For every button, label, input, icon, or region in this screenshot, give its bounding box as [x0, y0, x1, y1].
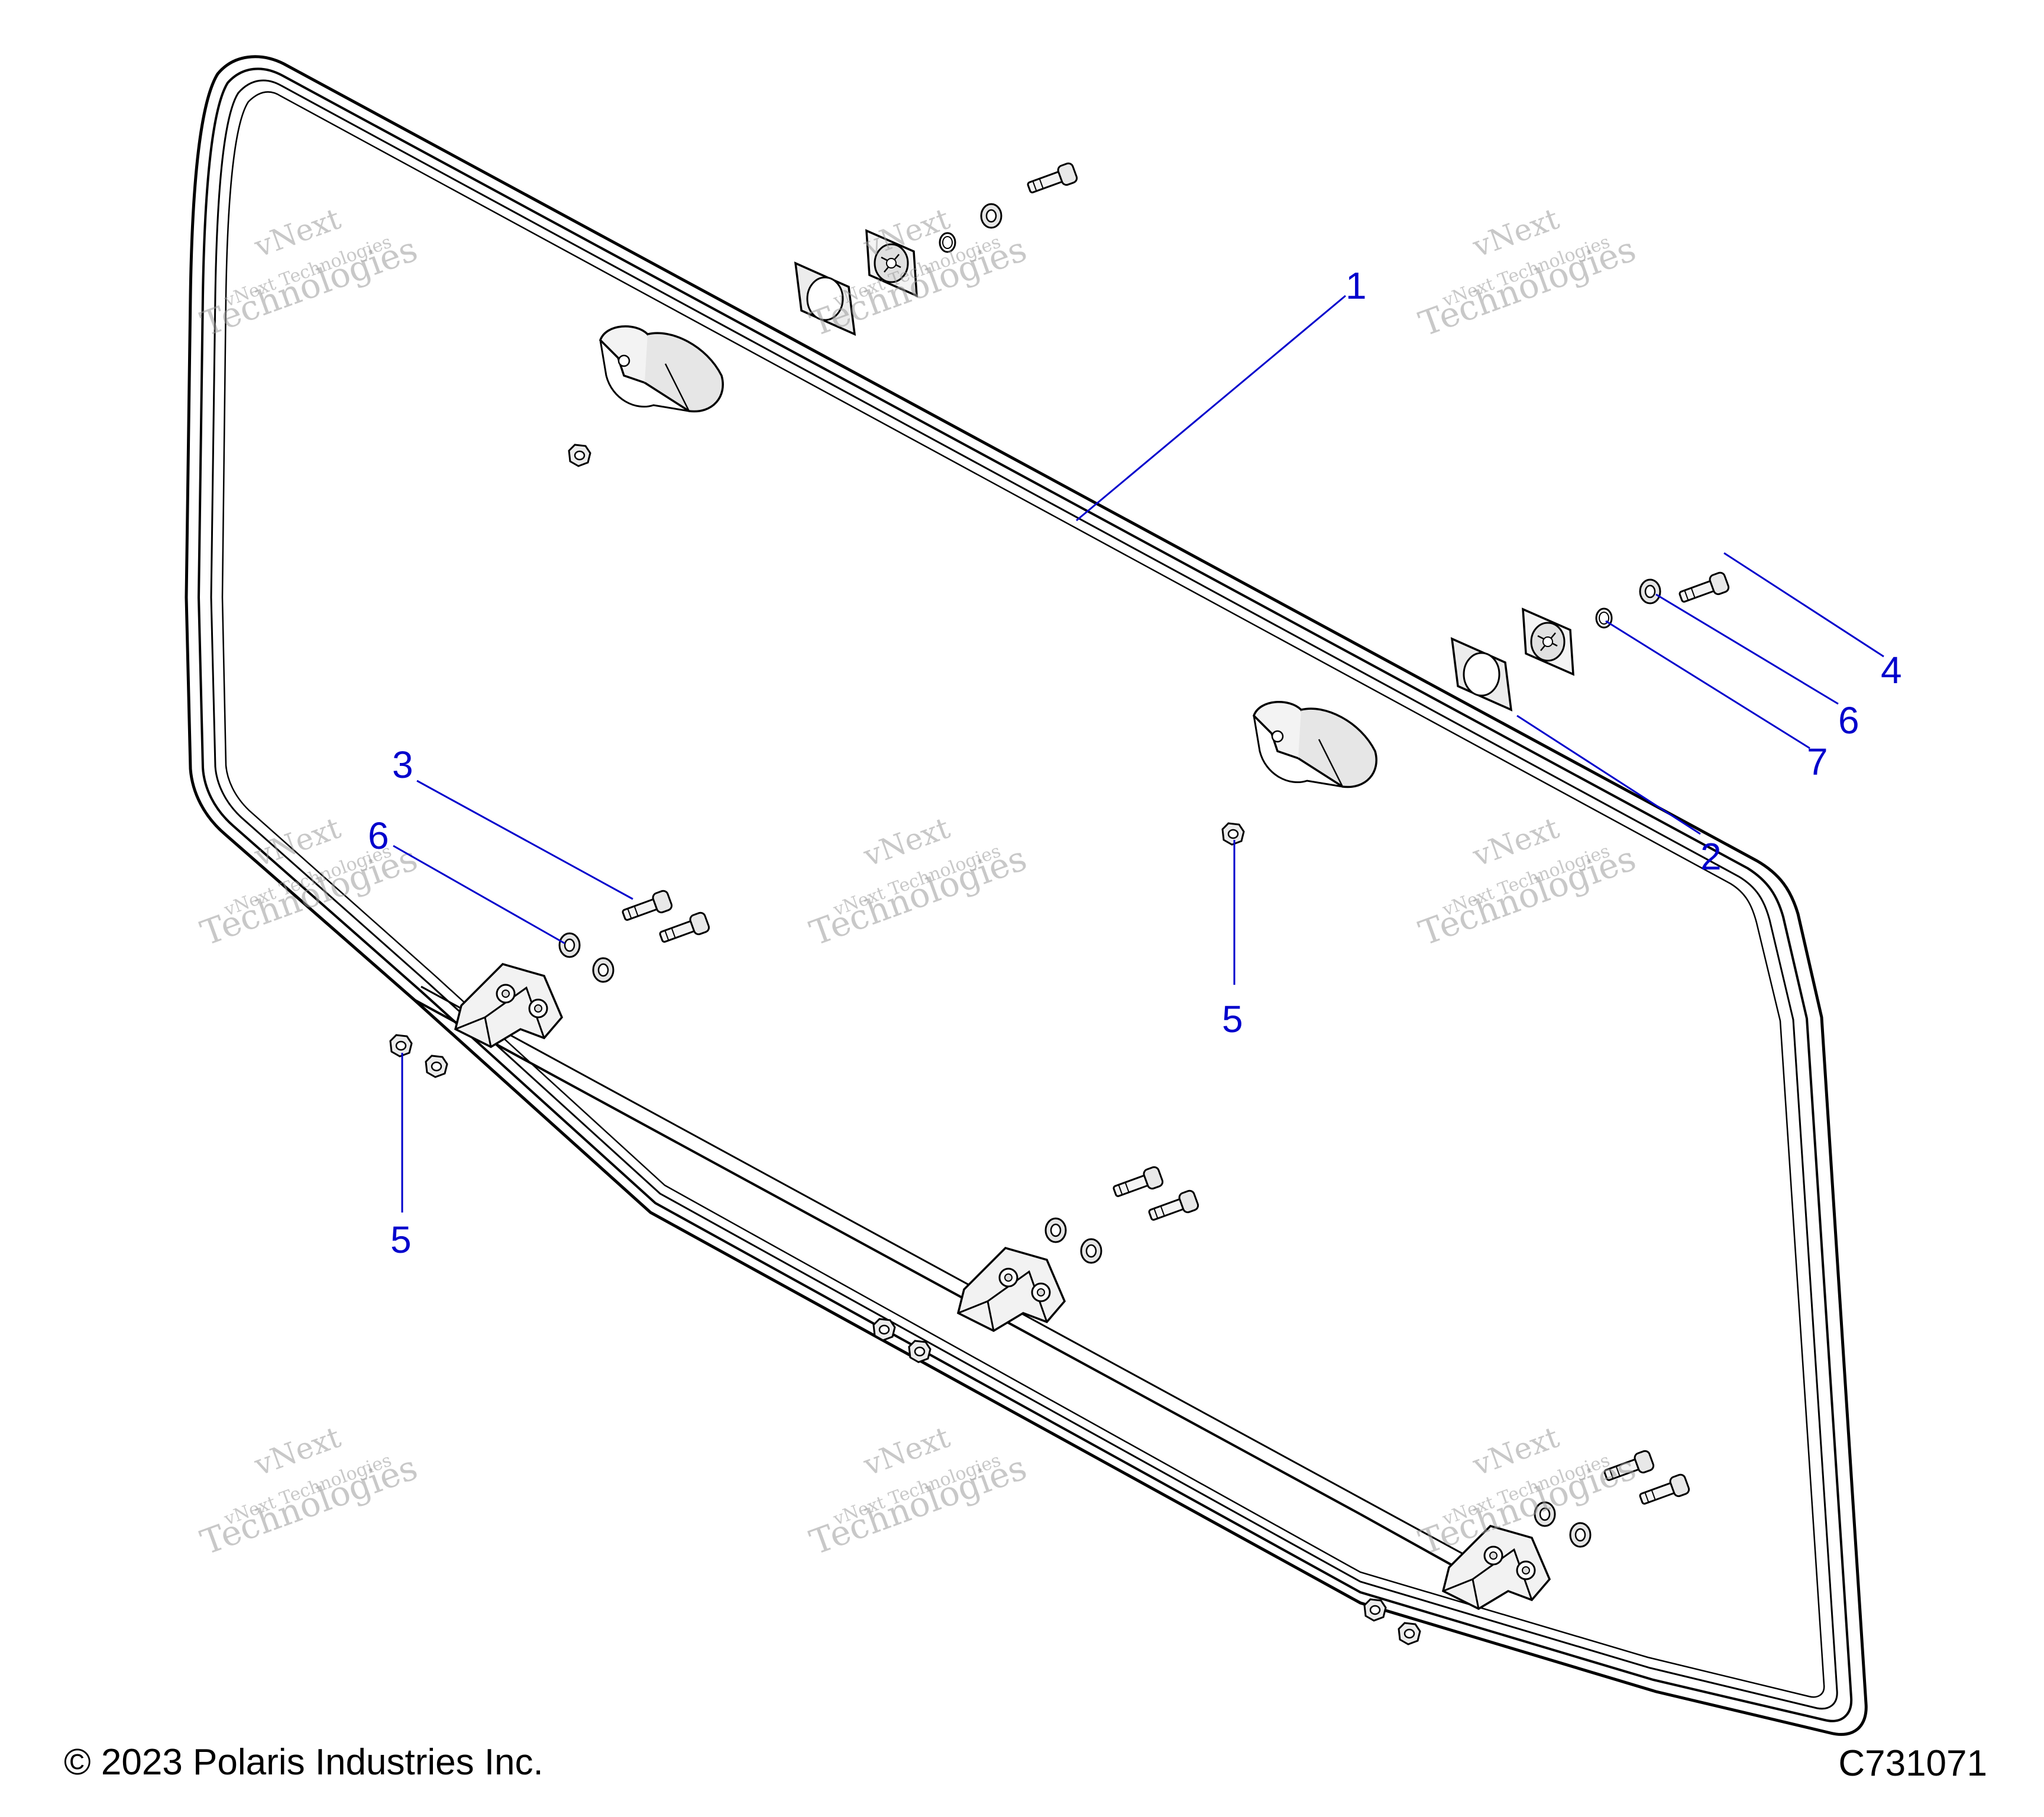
callout-6a: 6 [1838, 699, 1859, 742]
callout-labels: 1 2 3 4 5 5 6 6 7 [368, 264, 1902, 1261]
washer-part [980, 203, 1002, 229]
leader-line-7 [1605, 620, 1810, 749]
callout-7: 7 [1807, 741, 1828, 783]
callout-3: 3 [392, 743, 413, 786]
leader-line-6a [1655, 593, 1839, 705]
nut-part [1221, 822, 1245, 846]
washer-part [592, 957, 615, 983]
leader-line-2 [1516, 714, 1701, 835]
washer-part [558, 932, 581, 958]
bolt-part [1024, 161, 1079, 199]
nut-part [389, 1034, 413, 1058]
hinge-part [957, 1247, 1066, 1332]
nut-part [872, 1318, 896, 1341]
washer-part [1569, 1522, 1592, 1548]
bracket-part [1253, 700, 1377, 788]
washer-part [1080, 1238, 1102, 1264]
leader-line-6b [393, 845, 565, 945]
leader-line-3 [416, 780, 633, 900]
bolt-part [1146, 1188, 1201, 1226]
bracket-part [599, 325, 724, 413]
bolt-part [656, 910, 711, 948]
left-hinge-hardware [389, 888, 711, 1078]
bolt-part [1637, 1472, 1692, 1510]
drawing-code: C731071 [1838, 1743, 1987, 1784]
leader-line-1 [1076, 295, 1346, 522]
bolt-part [1676, 570, 1731, 608]
o-ring-part [1595, 607, 1613, 629]
callout-5b: 5 [390, 1218, 412, 1261]
callout-2: 2 [1700, 835, 1722, 878]
hinge-part [454, 963, 563, 1048]
washer-part [1044, 1217, 1067, 1243]
nut-part [908, 1340, 932, 1363]
callout-4: 4 [1881, 649, 1902, 691]
callout-1: 1 [1346, 264, 1367, 307]
callout-6b: 6 [368, 814, 389, 857]
leader-lines [393, 295, 1884, 1213]
washer-part [1639, 578, 1661, 604]
copyright-text: © 2023 Polaris Industries Inc. [64, 1742, 544, 1783]
middle-hinge-hardware [872, 1165, 1201, 1363]
window-frame [185, 55, 1868, 1736]
nut-part [1363, 1598, 1387, 1622]
callout-5a: 5 [1222, 998, 1243, 1040]
nut-part [1398, 1622, 1421, 1645]
nut-part [568, 444, 591, 467]
nut-part [425, 1055, 448, 1078]
bolt-part [1110, 1165, 1165, 1202]
bolt-part [619, 888, 674, 926]
latch-part [1522, 608, 1574, 675]
leader-line-4 [1723, 552, 1884, 658]
